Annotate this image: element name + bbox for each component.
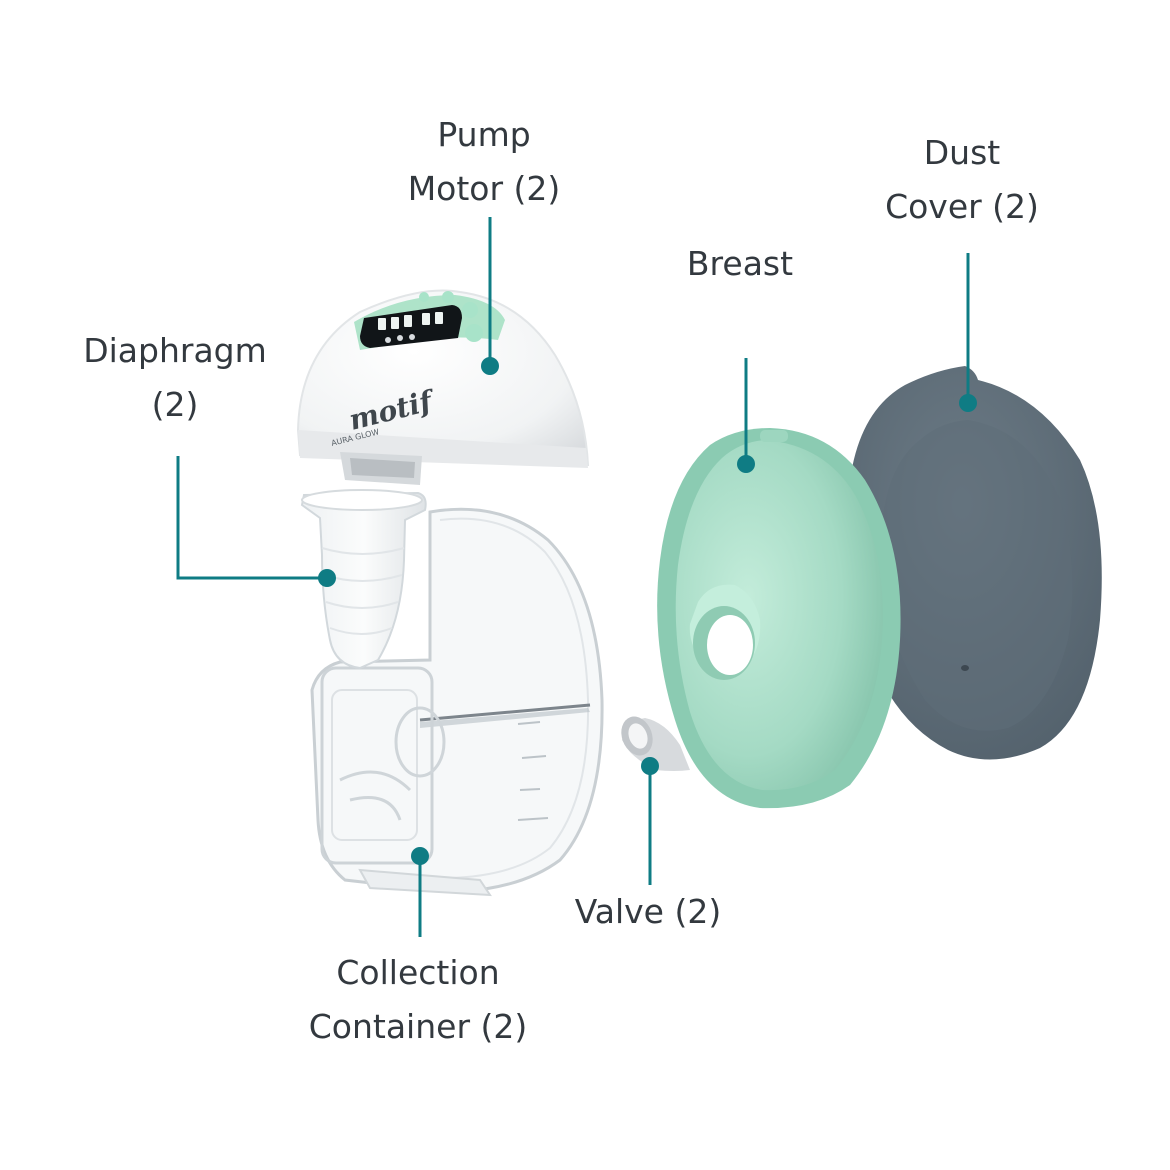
label-valve-line1: Valve (2) bbox=[574, 892, 722, 931]
label-dust-cover: Dust Cover (2) bbox=[862, 126, 1062, 234]
pump-motor bbox=[296, 289, 590, 485]
breast-shield bbox=[657, 428, 901, 809]
label-valve: Valve (2) bbox=[548, 885, 748, 939]
dot-collection-container bbox=[411, 847, 429, 865]
valve bbox=[621, 716, 690, 771]
label-dust-cover-line1: Dust bbox=[923, 133, 1001, 172]
label-breast-line1: Breast bbox=[686, 244, 794, 283]
collection-container bbox=[310, 507, 604, 897]
dust-cover bbox=[847, 366, 1102, 760]
label-diaphragm-line2: (2) bbox=[151, 385, 199, 424]
dot-pump-motor bbox=[481, 357, 499, 375]
label-diaphragm: Diaphragm (2) bbox=[50, 324, 300, 432]
dot-breast bbox=[737, 455, 755, 473]
leader-dots bbox=[318, 357, 977, 865]
dot-valve bbox=[641, 757, 659, 775]
leader-diaphragm bbox=[176, 456, 327, 580]
label-pump-motor-line2: Motor (2) bbox=[407, 169, 561, 208]
label-dust-cover-line2: Cover (2) bbox=[885, 187, 1039, 226]
label-collection-container-line2: Container (2) bbox=[308, 1007, 528, 1046]
label-collection-container: Collection Container (2) bbox=[278, 946, 558, 1054]
diaphragm bbox=[300, 489, 427, 670]
label-collection-container-line1: Collection bbox=[336, 953, 500, 992]
label-pump-motor: Pump Motor (2) bbox=[384, 108, 584, 216]
label-diaphragm-line1: Diaphragm bbox=[83, 331, 267, 370]
label-pump-motor-line1: Pump bbox=[437, 115, 531, 154]
label-breast: Breast bbox=[650, 237, 830, 291]
dot-dust-cover bbox=[959, 394, 977, 412]
leader-lines bbox=[176, 217, 970, 937]
dot-diaphragm bbox=[318, 569, 336, 587]
